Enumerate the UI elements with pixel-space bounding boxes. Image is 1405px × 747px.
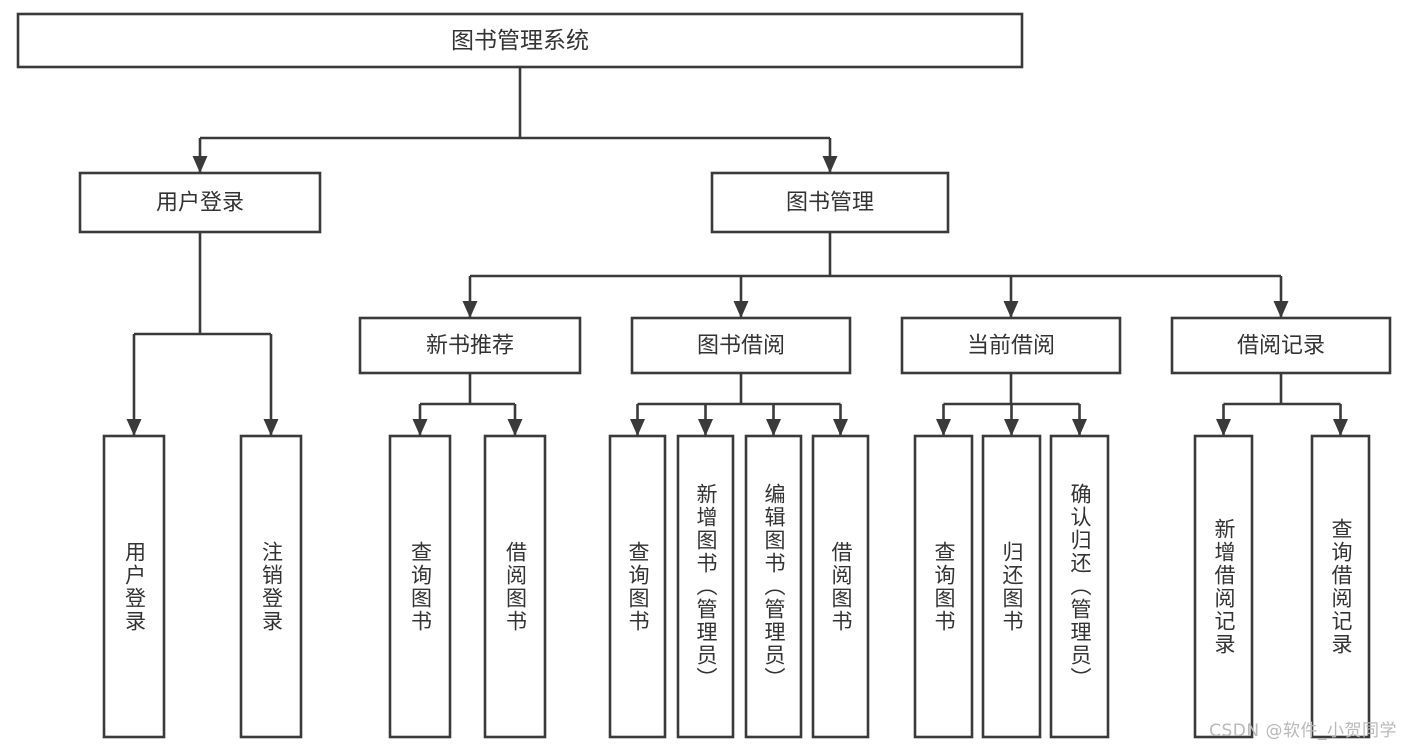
arrow-head-icon — [462, 301, 478, 318]
node-box-leaf-edit-book[interactable] — [744, 434, 803, 739]
arrow-head-icon — [126, 419, 142, 436]
node-box-leaf-user-login[interactable] — [102, 434, 166, 739]
arrow-head-icon — [822, 156, 838, 173]
node-box-leaf-return-book[interactable] — [981, 434, 1042, 739]
arrow-head-icon — [263, 419, 279, 436]
arrow-head-icon — [1004, 419, 1019, 436]
node-box-borrow-record[interactable] — [1170, 316, 1392, 375]
node-label-current-borrow: 当前借阅 — [967, 334, 1055, 359]
arrow-head-icon — [733, 301, 749, 318]
node-box-book-borrow[interactable] — [630, 316, 852, 375]
node-box-leaf-query-book-3[interactable] — [913, 434, 974, 739]
arrow-head-icon — [630, 419, 645, 436]
node-box-new-book-rec[interactable] — [358, 316, 582, 375]
node-box-leaf-add-book[interactable] — [676, 434, 735, 739]
node-box-leaf-query-book-1[interactable] — [388, 434, 452, 739]
node-box-book-manage[interactable] — [710, 171, 950, 234]
node-box-leaf-query-book-2[interactable] — [608, 434, 667, 739]
arrow-head-icon — [1273, 301, 1289, 318]
arrow-head-icon — [936, 419, 951, 436]
node-box-layer — [16, 12, 1392, 739]
node-label-root: 图书管理系统 — [451, 28, 589, 54]
arrow-head-icon — [698, 419, 713, 436]
node-box-user-login[interactable] — [78, 171, 322, 234]
arrow-head-icon — [766, 419, 781, 436]
node-label-user-login: 用户登录 — [156, 191, 244, 216]
csdn-watermark: CSDN @软件_小贺同学 — [1209, 721, 1397, 741]
node-label-book-manage: 图书管理 — [786, 191, 874, 216]
node-box-leaf-borrow-book-1[interactable] — [483, 434, 547, 739]
connector-layer — [126, 67, 1348, 436]
node-box-current-borrow[interactable] — [900, 316, 1122, 375]
arrow-head-icon — [412, 419, 428, 436]
arrow-head-icon — [192, 156, 208, 173]
node-label-new-book-rec: 新书推荐 — [426, 334, 514, 359]
node-box-leaf-query-record[interactable] — [1310, 434, 1371, 739]
node-box-leaf-logout[interactable] — [239, 434, 303, 739]
node-box-leaf-confirm-return[interactable] — [1049, 434, 1110, 739]
arrow-head-icon — [1216, 419, 1231, 436]
arrow-head-icon — [1333, 419, 1348, 436]
arrow-head-icon — [1003, 301, 1019, 318]
node-label-borrow-record: 借阅记录 — [1237, 334, 1325, 359]
arrow-head-icon — [1072, 419, 1087, 436]
node-label-book-borrow: 图书借阅 — [697, 334, 785, 359]
node-box-leaf-borrow-book-2[interactable] — [811, 434, 870, 739]
node-box-root[interactable] — [16, 12, 1024, 69]
node-box-leaf-add-record[interactable] — [1193, 434, 1254, 739]
arrow-head-icon — [833, 419, 848, 436]
arrow-head-icon — [507, 419, 523, 436]
